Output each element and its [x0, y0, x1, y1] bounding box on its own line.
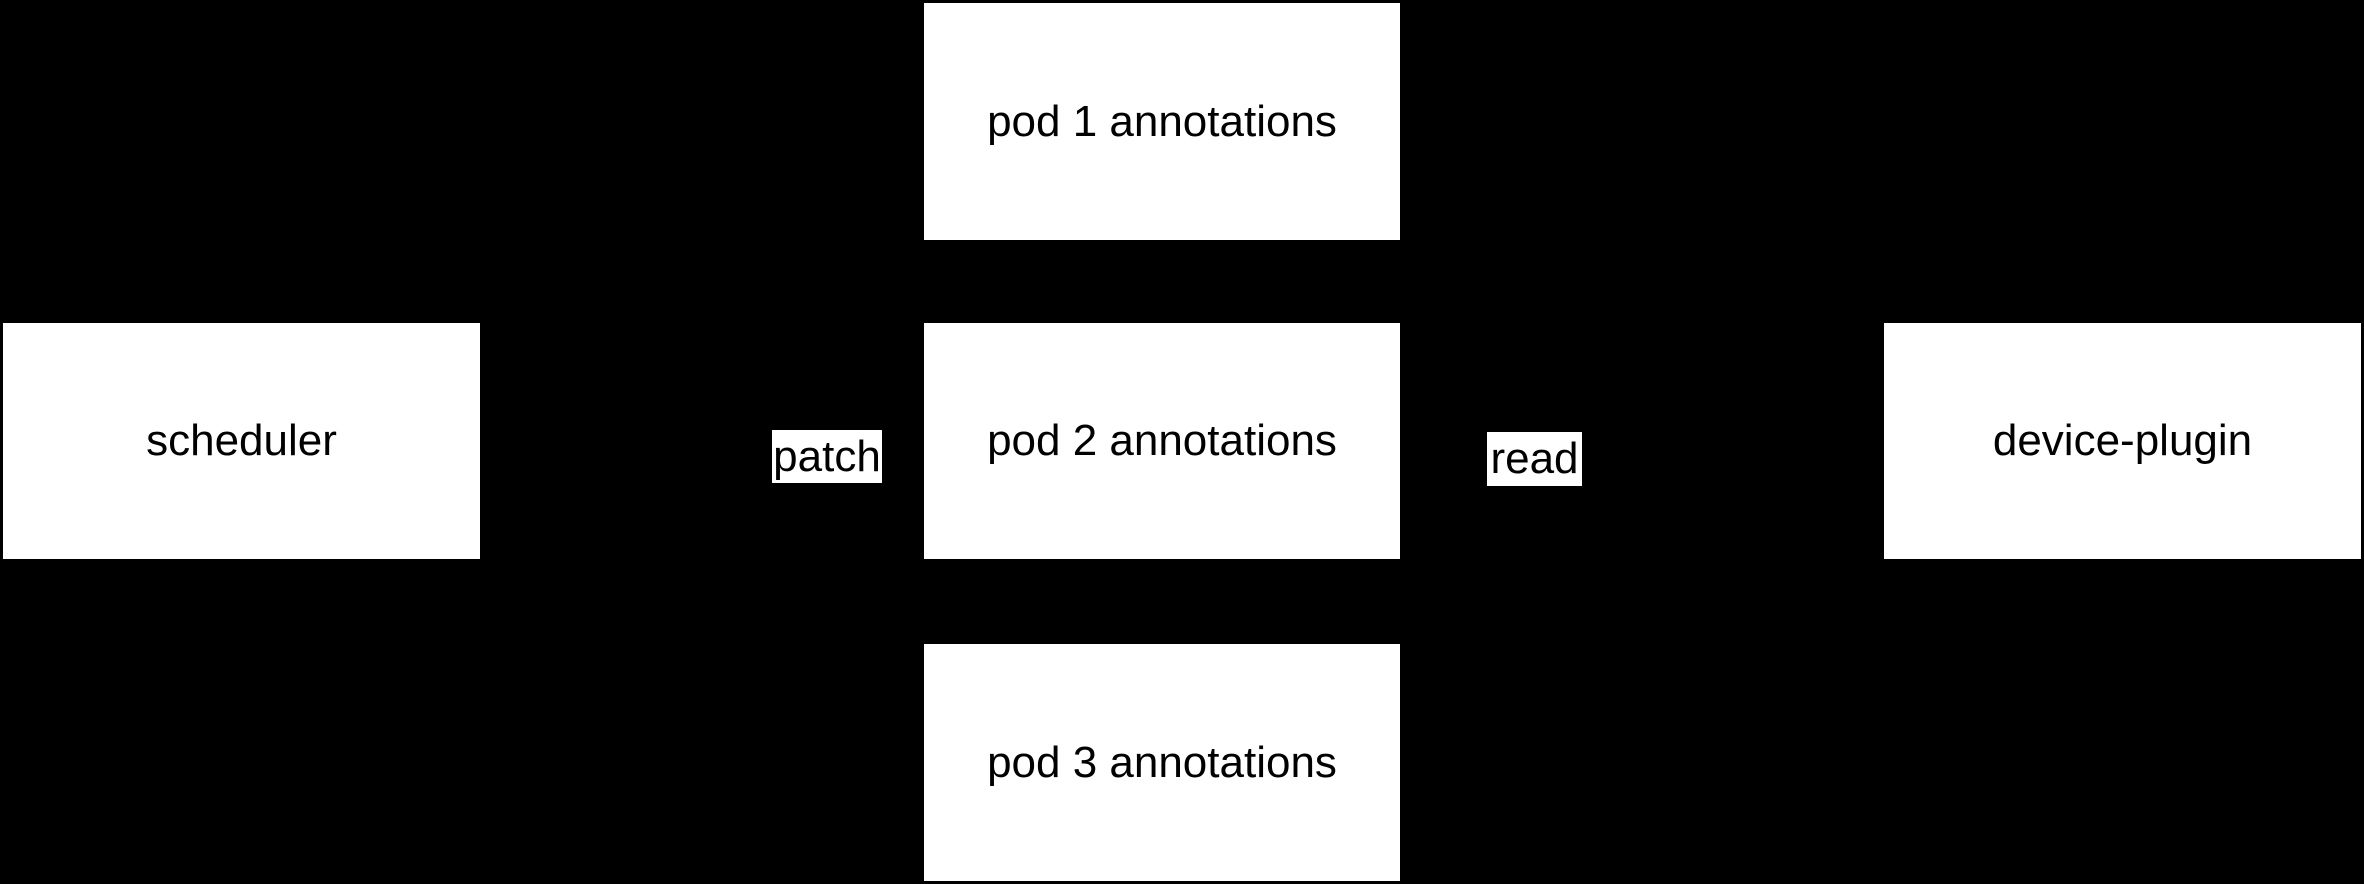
- node-scheduler: scheduler: [3, 323, 480, 559]
- node-pod-1-annotations: pod 1 annotations: [924, 3, 1400, 240]
- node-device-plugin: device-plugin: [1884, 323, 2361, 559]
- node-pod-1-annotations-label: pod 1 annotations: [987, 96, 1337, 146]
- edge-label-read-text: read: [1490, 434, 1579, 483]
- node-pod-2-annotations-label: pod 2 annotations: [987, 416, 1337, 465]
- node-pod-3-annotations-label: pod 3 annotations: [987, 737, 1337, 787]
- edge-label-read: read: [1487, 432, 1582, 486]
- node-scheduler-label: scheduler: [146, 416, 337, 465]
- edge-label-patch-text: patch: [773, 431, 881, 481]
- node-pod-3-annotations: pod 3 annotations: [924, 644, 1400, 881]
- edge-label-patch: patch: [772, 430, 882, 483]
- node-device-plugin-label: device-plugin: [1992, 416, 2253, 465]
- node-pod-2-annotations: pod 2 annotations: [924, 323, 1400, 559]
